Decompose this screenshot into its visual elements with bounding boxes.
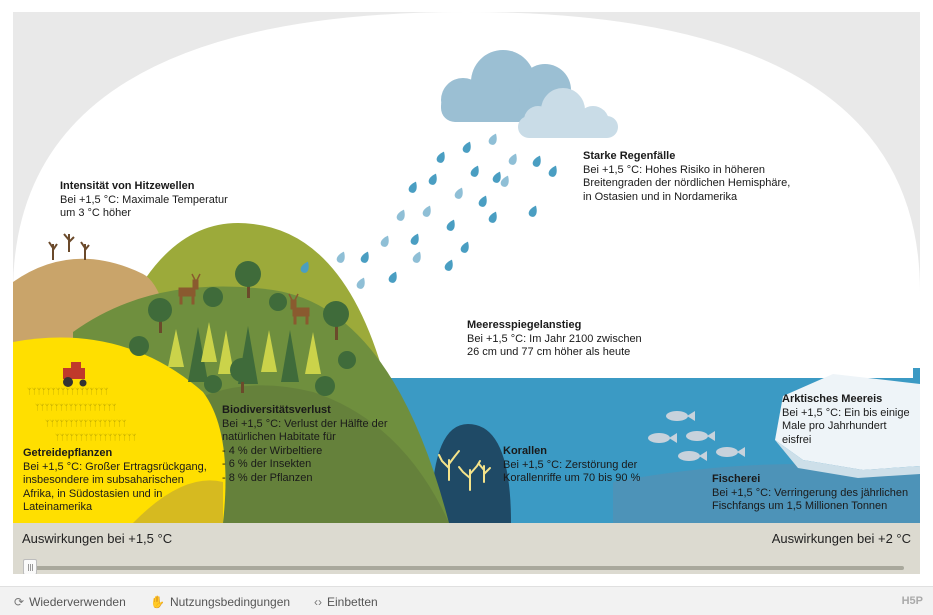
raindrop — [528, 205, 537, 217]
label-line: - 4 % der Wirbeltiere — [222, 444, 323, 457]
raindrop — [436, 151, 445, 163]
raindrop — [488, 133, 497, 145]
terms-label: Nutzungsbedingungen — [169, 595, 291, 609]
label-line: - 6 % der Insekten — [222, 458, 312, 470]
label-line: insbesondere im subsaharischen — [23, 474, 184, 486]
coral-icon — [438, 450, 491, 491]
deer-icon — [178, 273, 310, 325]
label-sea-level: Meeresspiegelanstieg Bei +1,5 °C: Im Jah… — [467, 319, 642, 360]
label-line: Breitengraden der nördlichen Hemisphäre, — [583, 177, 791, 189]
label-line: Bei +1,5 °C: Hohes Risiko in höheren — [583, 163, 766, 176]
slider-left-label: Auswirkungen bei +1,5 °C — [22, 531, 173, 546]
ice-floe — [775, 374, 920, 470]
raindrop — [300, 261, 309, 273]
label-line: Bei +1,5 °C: Verringerung des jährlichen — [712, 486, 909, 499]
label-grain: Getreidepflanzen Bei +1,5 °C: Großer Ert… — [23, 447, 207, 515]
raindrop — [380, 235, 389, 247]
label-line: Bei +1,5 °C: Verlust der Hälfte der — [222, 417, 388, 430]
label-line: - 8 % der Pflanzen — [222, 471, 313, 484]
label-line: Bei +1,5 °C: Im Jahr 2100 zwischen — [467, 332, 642, 345]
raindrop — [412, 251, 421, 263]
slider-right-label: Auswirkungen bei +2 °C — [771, 531, 911, 546]
label-line: Afrika, in Südostasien und in — [23, 487, 163, 500]
embed-button[interactable]: ‹› Einbetten — [314, 595, 378, 609]
tractor-icon — [63, 362, 87, 387]
raindrop — [396, 209, 405, 221]
raindrop — [446, 219, 455, 231]
raindrop — [460, 241, 469, 253]
raindrop — [532, 155, 541, 167]
label-fisheries: Fischerei Bei +1,5 °C: Verringerung des … — [712, 473, 908, 514]
raindrop — [462, 141, 471, 153]
label-line: Bei +1,5 °C: Maximale Temperatur — [60, 193, 228, 206]
raindrop — [408, 181, 417, 193]
refresh-icon: ⟳ — [14, 595, 25, 609]
label-line: Lateinamerika — [23, 501, 93, 513]
raindrop — [360, 251, 369, 263]
raindrop — [336, 251, 345, 263]
terms-button[interactable]: ✋ Nutzungsbedingungen — [150, 595, 290, 609]
label-title: Arktisches Meereis — [782, 393, 883, 405]
label-corals: Korallen Bei +1,5 °C: Zerstörung der Kor… — [503, 445, 640, 486]
code-icon: ‹› — [314, 595, 322, 609]
label-title: Getreidepflanzen — [23, 447, 113, 459]
reuse-label: Wiederverwenden — [29, 595, 126, 609]
label-title: Intensität von Hitzewellen — [60, 180, 195, 192]
slider-track[interactable] — [27, 566, 904, 570]
handshake-icon: ✋ — [150, 595, 165, 609]
label-line: eisfrei — [782, 433, 812, 446]
cloud-icon — [441, 50, 618, 138]
raindrop — [508, 153, 517, 165]
slider-handle[interactable] — [23, 559, 37, 574]
label-line: Bei +1,5 °C: Großer Ertragsrückgang, — [23, 460, 207, 473]
raindrop — [388, 271, 397, 283]
wheat-row: ᛉᛉᛉᛉᛉᛉᛉᛉᛉᛉᛉᛉᛉᛉᛉᛉᛉ — [55, 433, 137, 442]
raindrop — [488, 211, 497, 223]
raindrop — [428, 173, 437, 185]
label-title: Fischerei — [712, 473, 761, 485]
label-line: Male pro Jahrhundert — [782, 420, 887, 432]
label-title: Meeresspiegelanstieg — [467, 319, 582, 331]
label-line: Bei +1,5 °C: Ein bis einige — [782, 406, 910, 419]
comparison-slider-bar: Auswirkungen bei +1,5 °C Auswirkungen be… — [13, 523, 920, 574]
label-line: Bei +1,5 °C: Zerstörung der — [503, 458, 638, 471]
wheat-row: ᛉᛉᛉᛉᛉᛉᛉᛉᛉᛉᛉᛉᛉᛉᛉᛉᛉ — [35, 403, 117, 412]
label-heatwave: Intensität von Hitzewellen Bei +1,5 °C: … — [60, 180, 228, 221]
scene-illustration — [13, 12, 920, 523]
label-biodiversity: Biodiversitätsverlust Bei +1,5 °C: Verlu… — [222, 404, 388, 485]
raindrop — [454, 187, 463, 199]
label-arctic-ice: Arktisches Meereis Bei +1,5 °C: Ein bis … — [782, 393, 910, 447]
label-line: um 3 °C höher — [60, 207, 132, 219]
infographic-frame: ᛉᛉᛉᛉᛉᛉᛉᛉᛉᛉᛉᛉᛉᛉᛉᛉᛉ ᛉᛉᛉᛉᛉᛉᛉᛉᛉᛉᛉᛉᛉᛉᛉᛉᛉ ᛉᛉᛉᛉ… — [13, 12, 920, 574]
wheat-row: ᛉᛉᛉᛉᛉᛉᛉᛉᛉᛉᛉᛉᛉᛉᛉᛉᛉ — [45, 419, 127, 428]
label-title: Biodiversitätsverlust — [222, 404, 331, 416]
label-line: Korallenriffe um 70 bis 90 % — [503, 472, 641, 484]
raindrop — [478, 195, 487, 207]
raindrop — [492, 171, 501, 183]
label-title: Starke Regenfälle — [583, 150, 676, 162]
wheat-row: ᛉᛉᛉᛉᛉᛉᛉᛉᛉᛉᛉᛉᛉᛉᛉᛉᛉ — [27, 387, 109, 396]
label-line: Fischfangs um 1,5 Millionen Tonnen — [712, 500, 888, 512]
round-tree-icon — [129, 261, 356, 396]
raindrop — [500, 175, 509, 187]
raindrop — [422, 205, 431, 217]
label-title: Korallen — [503, 445, 548, 457]
label-line: in Ostasien und in Nordamerika — [583, 190, 738, 203]
label-line: natürlichen Habitate für — [222, 431, 336, 443]
raindrop — [444, 259, 453, 271]
raindrop — [470, 165, 479, 177]
raindrop — [548, 165, 557, 177]
raindrop — [356, 277, 365, 289]
h5p-footer: ⟳ Wiederverwenden ✋ Nutzungsbedingungen ‹›… — [0, 586, 933, 615]
dead-tree-icon — [48, 233, 90, 260]
raindrop-icon — [300, 133, 557, 289]
raindrop — [410, 233, 419, 245]
label-heavy-rain: Starke Regenfälle Bei +1,5 °C: Hohes Ris… — [583, 150, 790, 204]
fish-icon — [648, 411, 745, 461]
embed-label: Einbetten — [327, 595, 378, 609]
reuse-button[interactable]: ⟳ Wiederverwenden — [14, 595, 126, 609]
h5p-logo[interactable]: H5P — [901, 595, 923, 607]
label-line: 26 cm und 77 cm höher als heute — [467, 346, 631, 358]
